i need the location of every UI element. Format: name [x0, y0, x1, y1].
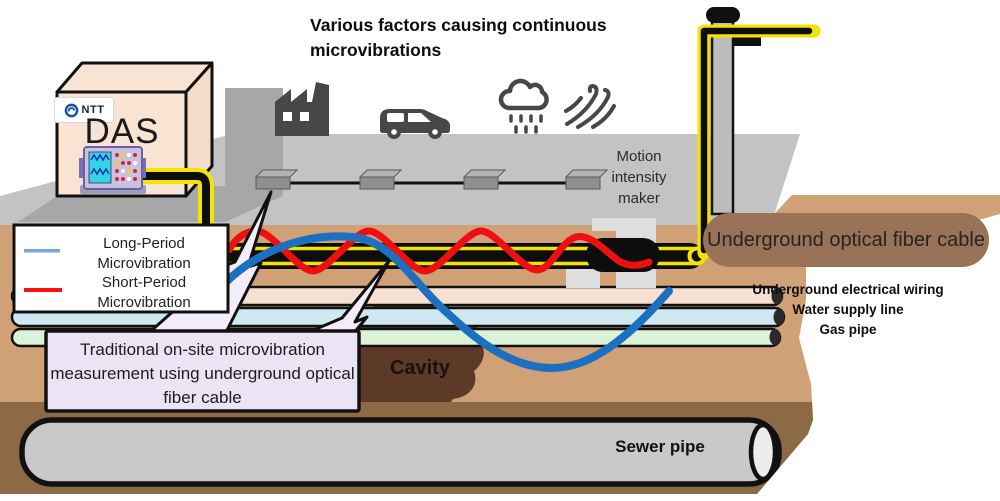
cavity-label: Cavity — [389, 357, 451, 379]
callout-text: Traditional on-site microvibration measu… — [50, 340, 355, 408]
motion-markers — [254, 169, 609, 190]
motion-intensity-maker-label: Motion intensity maker — [611, 148, 667, 207]
ntt-loop-icon — [64, 103, 78, 117]
das-label: DAS — [84, 112, 160, 151]
cable-pill-shape — [703, 213, 989, 267]
legend-box — [12, 223, 230, 314]
das-instrument — [79, 146, 146, 194]
legend-swatch-short-period — [24, 288, 62, 292]
das-cable — [142, 168, 214, 252]
label-water-supply: Water supply line — [792, 302, 904, 317]
sewer-pipe — [19, 417, 782, 487]
utility-line-labels: Underground electrical wiring Water supp… — [712, 280, 984, 340]
label-electrical-wiring: Underground electrical wiring — [752, 282, 944, 297]
factory-icon — [275, 82, 329, 136]
diagram-title: Various factors causing continuous micro… — [310, 15, 607, 60]
ntt-logo: NTT — [54, 97, 114, 123]
cavity-shape — [347, 297, 484, 420]
short-period-wave — [225, 227, 653, 275]
callout-bubble — [44, 329, 361, 413]
van-icon — [380, 109, 450, 139]
wind-icon — [564, 83, 616, 129]
instrument-buttons — [115, 153, 137, 181]
ntt-logo-text: NTT — [81, 104, 105, 116]
underground-cable-pill-label: Underground optical fiber cable — [707, 228, 985, 251]
label-gas-pipe: Gas pipe — [819, 322, 877, 337]
legend-swatch-long-period — [24, 249, 60, 253]
legend-label-short-period: Short-Period Microvibration — [97, 274, 191, 311]
legend-label-long-period: Long-Period Microvibration — [97, 235, 191, 272]
rain-cloud-icon — [498, 78, 549, 134]
long-period-wave — [220, 232, 673, 373]
utility-pole — [697, 7, 821, 260]
sewer-pipe-label: Sewer pipe — [615, 437, 705, 456]
